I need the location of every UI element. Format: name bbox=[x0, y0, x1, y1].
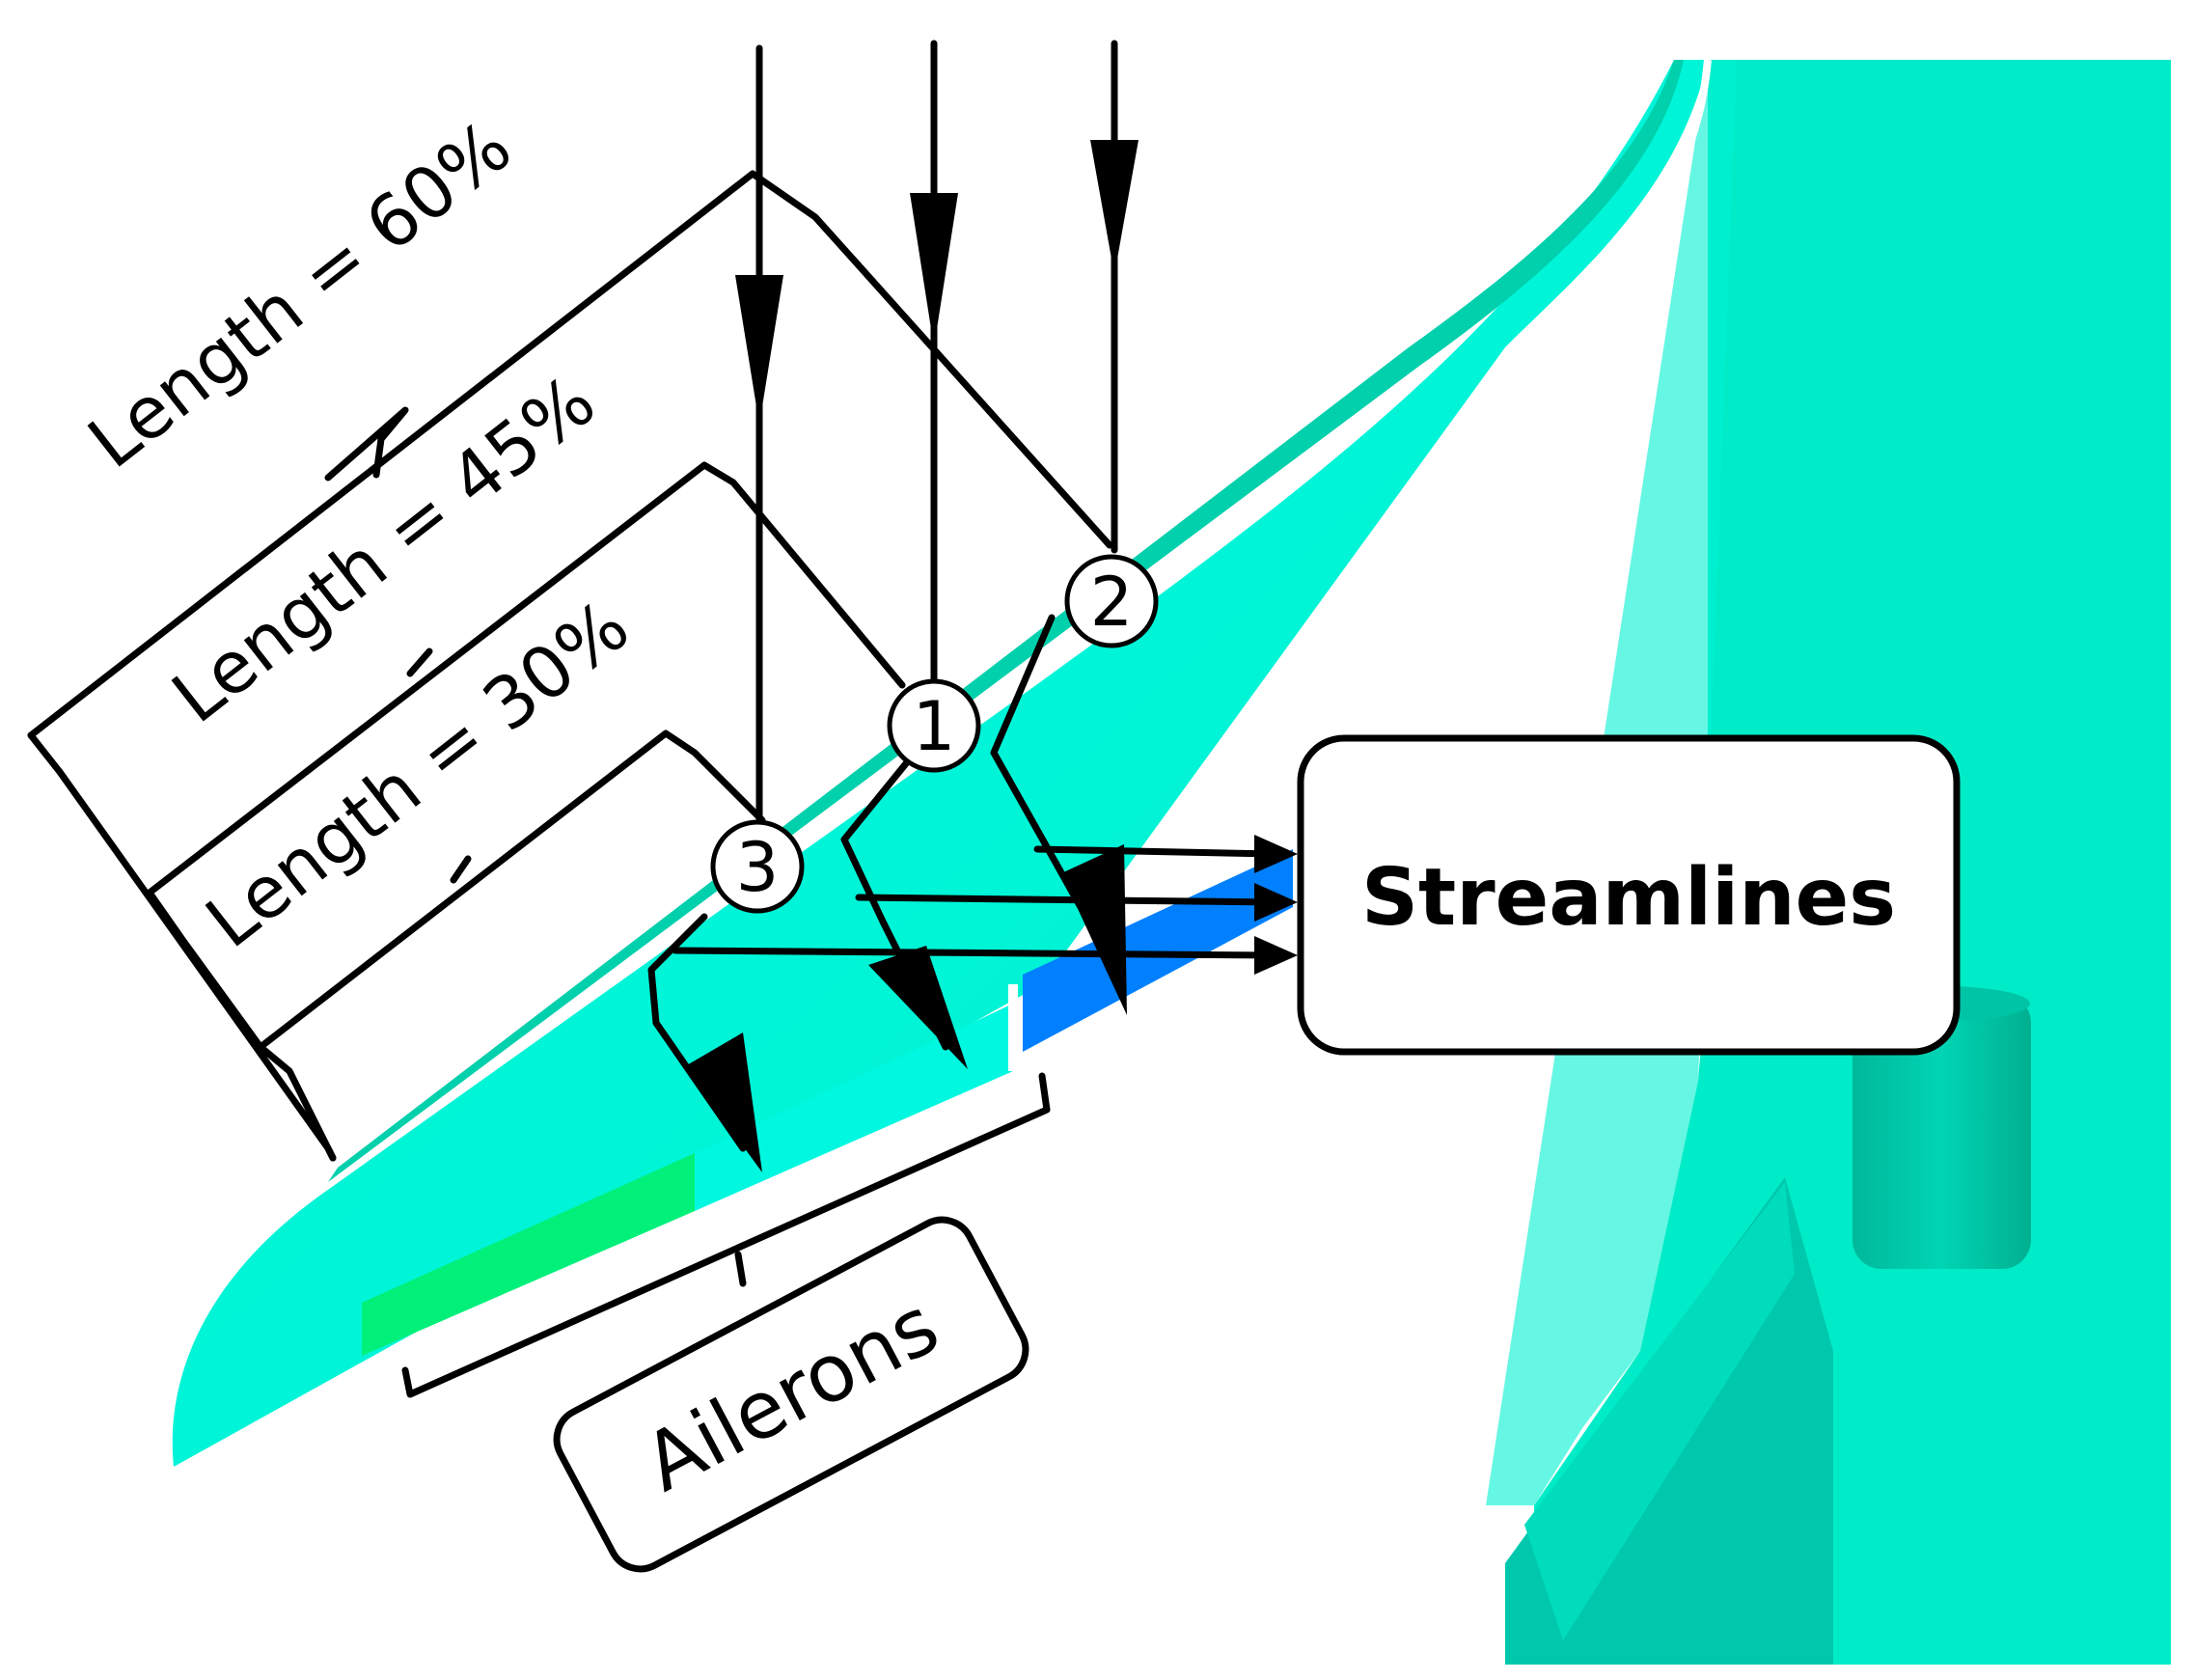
svg-text:2: 2 bbox=[1090, 563, 1134, 642]
aileron-light-panel bbox=[695, 1004, 1013, 1211]
streamlines-label: Streamlines bbox=[1361, 852, 1896, 944]
dimension-brackets bbox=[27, 170, 1113, 1398]
svg-text:1: 1 bbox=[913, 687, 956, 766]
incoming-flow-arrows bbox=[735, 40, 1139, 834]
streamline-pointer-arrows bbox=[672, 835, 1298, 975]
aileron-bracket bbox=[401, 1072, 1051, 1398]
streamline-arrows bbox=[647, 614, 1127, 1172]
bracket-45 bbox=[146, 461, 906, 896]
marker-3: 3 bbox=[710, 819, 805, 914]
length-60-label: Length = 60% bbox=[73, 105, 527, 484]
engine-nacelle bbox=[1505, 986, 2031, 1665]
ailerons-callout: Ailerons bbox=[553, 1216, 1029, 1573]
aileron-green-panel bbox=[362, 1153, 695, 1356]
bracket-30 bbox=[257, 730, 766, 1051]
streamlines-callout: Streamlines bbox=[1297, 734, 1961, 1056]
bracket-60 bbox=[27, 170, 1113, 739]
marker-2: 2 bbox=[1064, 554, 1159, 648]
marker-1: 1 bbox=[887, 678, 981, 773]
svg-text:3: 3 bbox=[736, 828, 780, 907]
